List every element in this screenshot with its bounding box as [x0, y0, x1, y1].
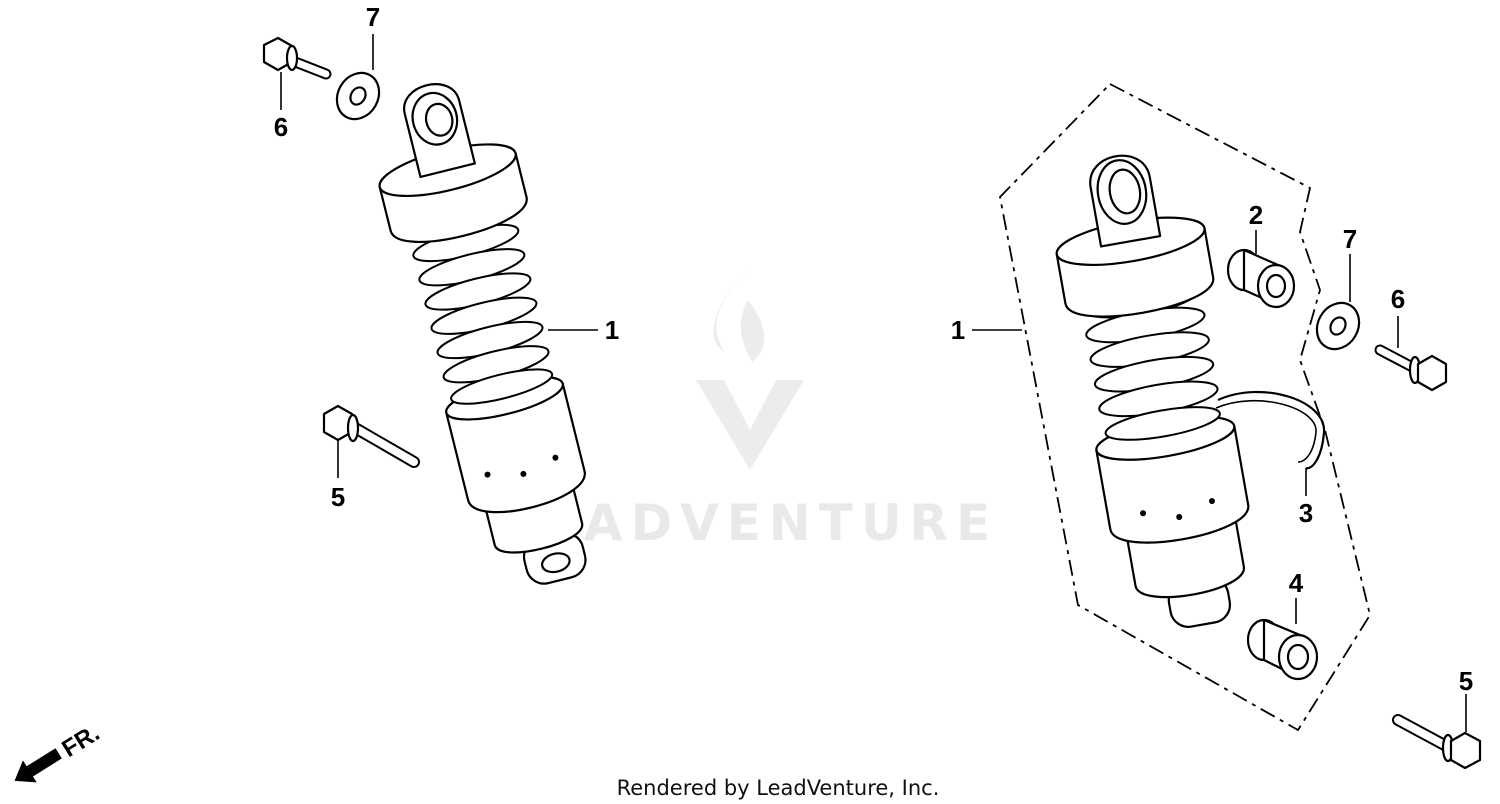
right-bolt-lower[interactable]: [1392, 714, 1482, 770]
callout-bushing-upper: 2: [1249, 200, 1263, 230]
callout-right-bolt-top: 6: [1391, 284, 1405, 314]
callouts: 1 6 7 5 1 2 4 3 7 6 5: [274, 2, 1473, 696]
watermark-v-icon: [696, 380, 804, 470]
callout-right-bolt-bottom: 5: [1459, 666, 1473, 696]
callout-bushing-lower: 4: [1289, 568, 1304, 598]
watermark: LEADVENTURE: [502, 270, 998, 552]
bushing-upper[interactable]: [1226, 248, 1296, 309]
left-shock-absorber[interactable]: [359, 68, 619, 599]
callout-left-shock: 1: [605, 315, 619, 345]
left-washer[interactable]: [329, 65, 388, 127]
front-arrow-icon: [14, 748, 62, 783]
callout-left-bolt-bottom: 5: [331, 482, 345, 512]
callout-left-bolt-top: 6: [274, 112, 288, 142]
right-washer[interactable]: [1309, 295, 1368, 357]
callout-right-shock: 1: [951, 315, 965, 345]
kit-boundary: [999, 82, 1371, 732]
right-shock-absorber[interactable]: [1042, 143, 1272, 638]
watermark-flame-icon: [713, 270, 765, 362]
footer-credit: Rendered by LeadVenture, Inc.: [617, 776, 940, 800]
callout-clip: 3: [1299, 498, 1313, 528]
right-bolt-upper[interactable]: [1374, 344, 1448, 392]
leader-lines: [280, 34, 1467, 732]
bushing-lower[interactable]: [1246, 618, 1319, 681]
front-direction-indicator: FR.: [14, 719, 104, 783]
left-bolt-lower[interactable]: [322, 404, 420, 468]
clip[interactable]: [1215, 390, 1326, 470]
callout-left-washer: 7: [366, 2, 380, 32]
front-direction-label: FR.: [57, 719, 104, 762]
watermark-brand: LEADVENTURE: [502, 494, 998, 552]
left-bolt-upper[interactable]: [262, 36, 332, 80]
callout-right-washer: 7: [1343, 224, 1357, 254]
